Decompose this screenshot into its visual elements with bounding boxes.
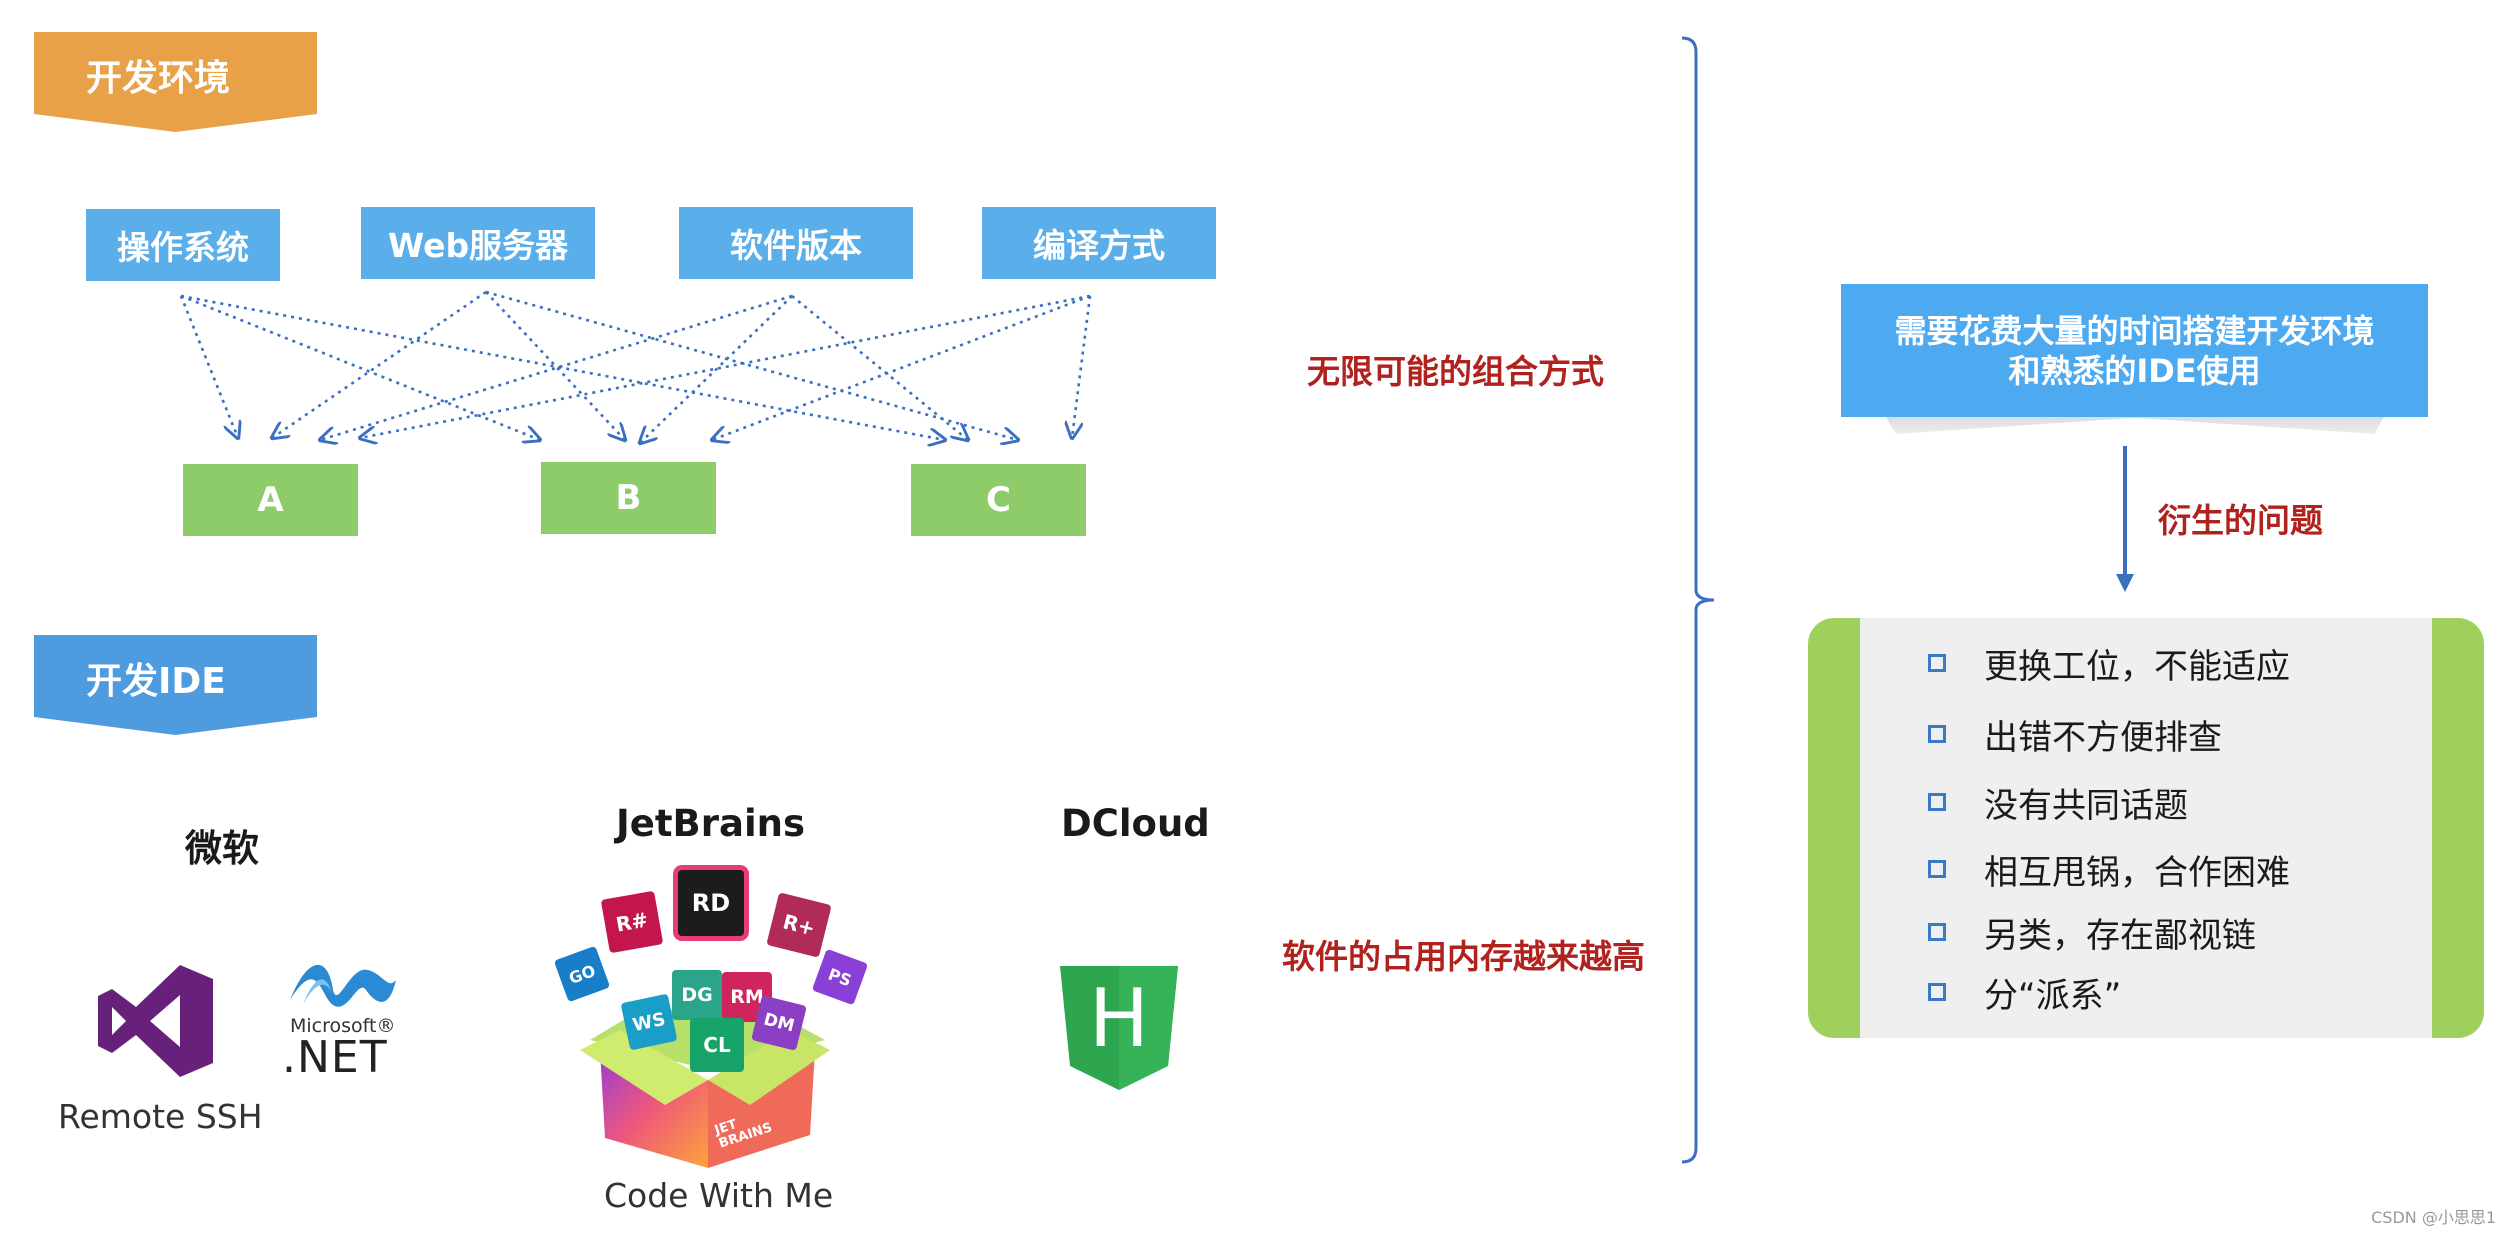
issue-item: 分“派系” [1928, 972, 2121, 1016]
derived-arrow [2116, 446, 2134, 592]
jb-tile-datagrip: DG [672, 970, 722, 1020]
vendor-jetbrains: JetBrains [616, 802, 806, 845]
target-b: B [541, 462, 716, 534]
factor-os: 操作系统 [86, 209, 280, 281]
hbuilder-letter: H [1088, 972, 1150, 1065]
jb-tile-rsharp: R# [600, 890, 664, 954]
dev-ide-title: 开发IDE [86, 661, 226, 702]
arrow [485, 291, 625, 440]
summary-line-1: 需要花费大量的时间搭建开发环境 [1894, 311, 2375, 350]
square-bullet-icon [1928, 860, 1946, 878]
issue-item: 没有共同话题 [1928, 782, 2188, 826]
summary-box: 需要花费大量的时间搭建开发环境 和熟悉的IDE使用 [1841, 284, 2428, 417]
grouping-brace [1681, 36, 1715, 1164]
issue-text: 另类，存在鄙视链 [1984, 915, 2256, 956]
factor-label: Web服务器 [387, 226, 569, 265]
arrow [1072, 295, 1092, 438]
factor-compile-mode: 编译方式 [982, 207, 1216, 279]
arrow [179, 295, 238, 438]
dev-env-title: 开发环境 [86, 58, 231, 99]
arrow [180, 294, 945, 440]
square-bullet-icon [1928, 654, 1946, 672]
visual-studio-logo [98, 965, 213, 1077]
issue-item: 另类，存在鄙视链 [1928, 912, 2256, 956]
target-a: A [183, 464, 358, 536]
dev-env-banner: 开发环境 [34, 32, 317, 132]
jb-tile-goland: GO [553, 945, 611, 1003]
target-label: C [986, 480, 1011, 520]
jb-tile-webstorm: WS [620, 993, 678, 1051]
square-bullet-icon [1928, 983, 1946, 1001]
square-bullet-icon [1928, 793, 1946, 811]
dotnet-wave-icon [290, 964, 396, 1007]
vendor-dcloud: DCloud [1061, 802, 1210, 845]
square-bullet-icon [1928, 923, 1946, 941]
issue-text: 相互甩锅，合作困难 [1984, 852, 2290, 893]
dotnet-label: .NET [282, 1032, 388, 1083]
arrow [791, 294, 968, 440]
target-label: B [615, 478, 642, 518]
factor-software-version: 软件版本 [679, 207, 913, 279]
arrow [640, 295, 793, 443]
jb-tile-rider: RD [678, 870, 744, 936]
factor-label: 编译方式 [1033, 226, 1165, 265]
issue-text: 没有共同话题 [1984, 785, 2188, 826]
issue-item: 更换工位，不能适应 [1928, 643, 2290, 687]
issue-text: 分“派系” [1984, 975, 2122, 1016]
square-bullet-icon [1928, 725, 1946, 743]
target-label: A [257, 480, 284, 520]
issue-text: 更换工位，不能适应 [1984, 646, 2290, 687]
issue-item: 出错不方便排查 [1928, 714, 2222, 758]
hbuilder-shield-icon [1060, 966, 1178, 1090]
dev-ide-banner: 开发IDE [34, 635, 317, 735]
memory-note: 软件的占用内存越来越高 [1282, 937, 1645, 976]
factor-label: 操作系统 [117, 228, 249, 267]
factor-label: 软件版本 [730, 226, 862, 265]
arrow [180, 294, 540, 440]
dotnet-small-label: Microsoft® [290, 1015, 396, 1037]
issues-panel [1808, 618, 2484, 1038]
issue-item: 相互甩锅，合作困难 [1928, 849, 2290, 893]
arrow [320, 294, 793, 440]
derived-label: 衍生的问题 [2158, 501, 2323, 540]
issues-panel-inner [1860, 618, 2432, 1038]
watermark: CSDN @小思思1 [2371, 1208, 2496, 1227]
jb-tile-clion: CL [690, 1018, 744, 1072]
jb-tile-phpstorm: PS [811, 948, 869, 1006]
vendor-microsoft: 微软 [185, 827, 259, 870]
arrow [272, 290, 487, 438]
factor-web-server: Web服务器 [361, 207, 595, 279]
arrow [712, 294, 1091, 440]
arrow [360, 294, 1091, 438]
remote-ssh-caption: Remote SSH [58, 1097, 263, 1136]
arrow [485, 290, 1018, 440]
code-with-me-caption: Code With Me [604, 1176, 834, 1215]
summary-line-2: 和熟悉的IDE使用 [2008, 351, 2261, 390]
jetbrains-toolbox-illustration: R# RD R+ GO PS WS DG RM DM CL JET BRAINS [553, 860, 880, 1170]
combination-note: 无限可能的组合方式 [1307, 352, 1604, 391]
jb-tile-rplus: R+ [766, 892, 832, 958]
issue-text: 出错不方便排查 [1984, 717, 2222, 758]
target-c: C [911, 464, 1086, 536]
